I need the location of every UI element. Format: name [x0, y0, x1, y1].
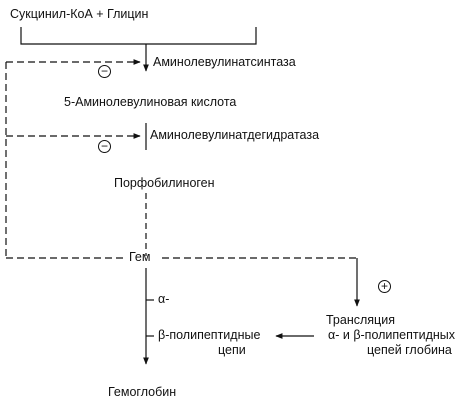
chains-suffix-label: цепи [218, 343, 246, 357]
enzyme-ala-synthase: Аминолевулинатсинтаза [153, 55, 296, 69]
inhibition-sign-2: − [98, 140, 111, 153]
translation-label-2: α- и β-полипептидных [328, 328, 456, 342]
ala-label: 5-Аминолевулиновая кислота [64, 95, 237, 109]
hemoglobin-label: Гемоглобин [108, 385, 177, 399]
activation-sign: + [378, 280, 391, 293]
translation-label-1: Трансляция [326, 313, 395, 327]
inhibition-sign-1: − [98, 65, 111, 78]
substrate-bracket [20, 27, 257, 45]
translation-label-3: цепей глобина [367, 343, 452, 357]
substrates-label: Сукцинил-КоА + Глицин [10, 7, 149, 21]
beta-chain-label: β-полипептидные [158, 328, 261, 342]
alpha-chain-label: α- [158, 292, 170, 306]
heme-label: Гем [129, 250, 151, 264]
porphobilinogen-label: Порфобилиноген [114, 176, 215, 190]
enzyme-ala-dehydratase: Аминолевулинатдегидратаза [150, 128, 320, 142]
